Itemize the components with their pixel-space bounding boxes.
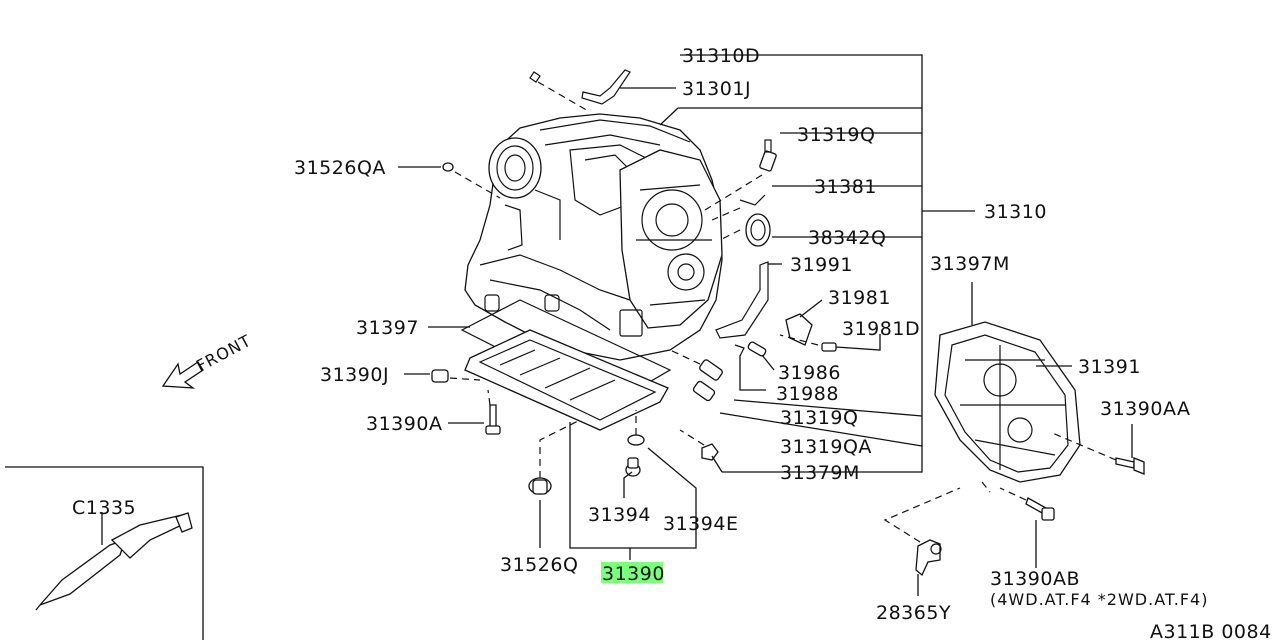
sensor-31319Q-mid [699,359,723,381]
label-31390A[interactable]: 31390A [366,413,442,435]
seal-38342Q [745,213,771,247]
label-31986[interactable]: 31986 [778,362,841,384]
tube-31301J [581,69,631,105]
drain-plug-31390J [431,369,449,383]
label-31379M[interactable]: 31379M [780,462,860,484]
label-31391[interactable]: 31391 [1078,356,1141,378]
sensor-31981 [785,313,813,346]
label-31390AB-note: (4WD.AT.F4 *2WD.AT.F4) [990,590,1208,609]
sensor-31319QA [692,380,716,402]
label-31397M[interactable]: 31397M [930,253,1010,275]
label-38342Q[interactable]: 38342Q [808,227,886,249]
label-31981[interactable]: 31981 [828,287,891,309]
bolt-31390AA [1115,457,1135,469]
dipstick-31310D [529,71,541,83]
label-31319Q-mid[interactable]: 31319Q [780,407,858,429]
sensor-31319Q [759,150,777,172]
highlight-31390 [601,562,663,583]
oil-pan-31390[interactable] [464,329,669,431]
bracket-31991 [715,261,769,339]
leader-lines [398,54,1133,596]
plug-31526QA [442,162,454,172]
reference-code: A311B 0084 [1150,621,1272,640]
front-arrow-icon: FRONT [161,331,255,389]
label-31394[interactable]: 31394 [588,504,651,526]
dashed-lines [449,81,1117,543]
label-31390AB[interactable]: 31390AB [990,568,1080,590]
label-31310D[interactable]: 31310D [682,45,760,67]
label-31394E[interactable]: 31394E [663,513,738,535]
label-31301J[interactable]: 31301J [682,78,751,100]
bolt-31390A [489,404,497,429]
label-31390J[interactable]: 31390J [320,364,389,386]
label-31988[interactable]: 31988 [776,383,839,405]
label-31319Q-top[interactable]: 31319Q [797,124,875,146]
nut-31379M [701,443,719,461]
label-31319QA[interactable]: 31319QA [780,436,872,458]
label-31526QA[interactable]: 31526QA [294,157,386,179]
label-31991[interactable]: 31991 [790,254,853,276]
bolt-31981D [821,342,837,352]
label-31310[interactable]: 31310 [984,201,1047,223]
washer-31394E [627,434,645,446]
clip-31988 [734,344,745,357]
label-31981D[interactable]: 31981D [842,318,920,340]
label-31381[interactable]: 31381 [814,176,877,198]
transmission-case-31310[interactable] [464,113,723,361]
bracket-28365Y [915,539,941,577]
label-31390AA[interactable]: 31390AA [1100,398,1190,420]
label-31397[interactable]: 31397 [356,317,419,339]
label-31390[interactable]: 31390 [602,563,665,585]
label-31526Q[interactable]: 31526Q [500,554,578,576]
pipe-31381 [739,194,766,206]
label-28365Y[interactable]: 28365Y [876,602,951,624]
small-parts [431,69,1145,577]
label-C1335[interactable]: C1335 [72,497,136,519]
pin-31986 [747,341,767,357]
part-labels: 31310D 31301J 31319Q 31526QA 31381 31310… [72,45,1272,640]
cover-31391[interactable] [934,321,1081,483]
inset-c1335 [5,466,204,640]
front-label: FRONT [193,331,255,376]
